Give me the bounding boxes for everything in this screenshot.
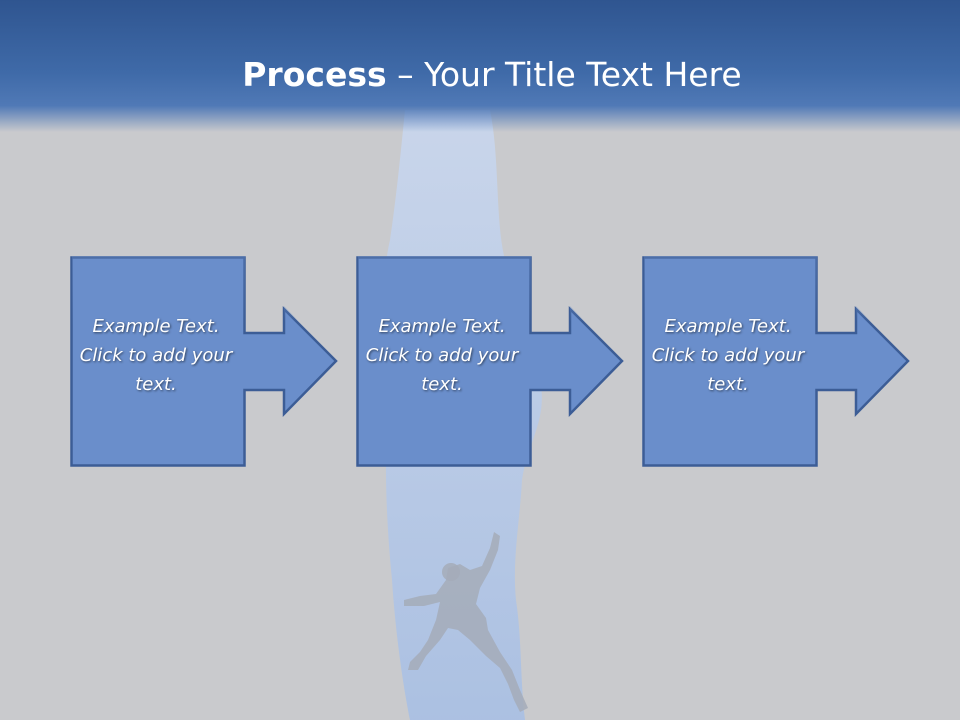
climber-head-shape	[442, 563, 460, 581]
step-1-text[interactable]: Example Text. Click to add your text.	[79, 316, 233, 395]
header-band	[0, 0, 960, 132]
process-step-3[interactable]: Example Text. Click to add your text.	[642, 256, 932, 546]
title-bold-text: Process	[242, 55, 387, 94]
slide-title[interactable]: Process – Your Title Text Here	[0, 54, 960, 96]
process-step-2[interactable]: Example Text. Click to add your text.	[356, 256, 646, 546]
process-step-1[interactable]: Example Text. Click to add your text.	[70, 256, 360, 546]
title-rest-text: – Your Title Text Here	[386, 55, 742, 94]
step-3-reflection	[644, 256, 872, 326]
step-1-reflection	[72, 256, 300, 326]
step-2-reflection	[358, 256, 586, 326]
climber-silhouette-shape	[404, 532, 528, 712]
